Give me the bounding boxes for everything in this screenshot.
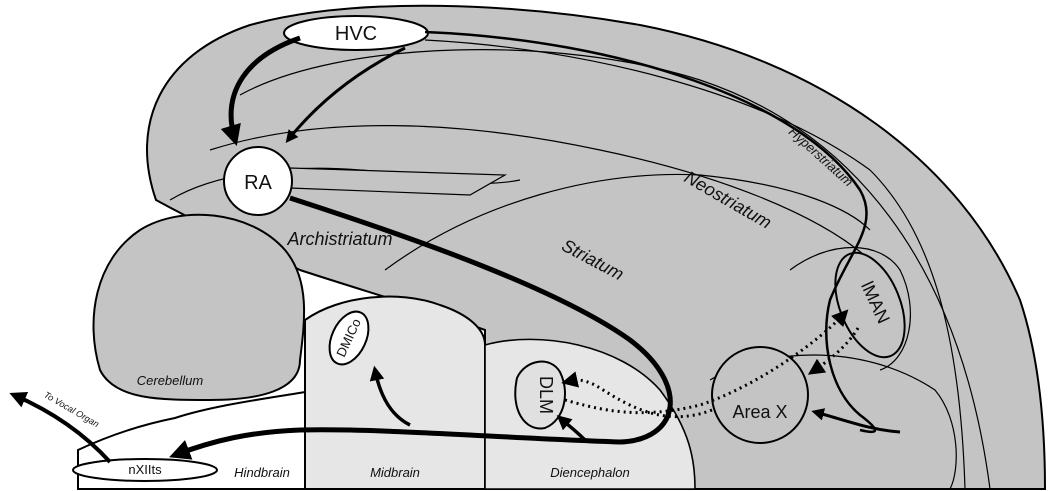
midbrain-region [304,295,486,490]
dmico-nucleus [328,310,370,366]
hvc-to-area-x-arrow [811,408,901,434]
ra-nucleus [223,146,293,216]
nxiits-nucleus [72,458,218,482]
hvc-to-area-x-path [424,30,877,434]
lman-to-area-x-dotted [807,327,860,375]
cerebellum-label: Cerebellum [137,373,204,388]
ra-to-dmico-arrow [369,365,411,427]
hindbrain-label: Hindbrain [234,465,290,480]
hyperstriatum-inner-lamina [424,39,966,490]
nxiits-label: nXIIts [128,462,162,477]
striatum-inner-arc [789,246,911,371]
area-x-nucleus [711,346,809,444]
ra-to-dlm-arrow [556,415,587,442]
striatum-boundary [384,173,871,271]
vocal-organ-label: To Vocal Organ [42,390,101,430]
ra-label: RA [244,172,272,194]
hyperstriatum-lamina [239,49,991,490]
ra-to-nxiits-pathway [169,195,673,460]
dlm-label: DLM [536,376,556,414]
hvc-to-ra-arrow [220,35,301,147]
hvc-to-ra-thin-arrow [285,46,406,143]
nxiits-to-vocal-organ-arrow [9,391,112,464]
lamina-medullaris [209,125,871,261]
cerebellum [92,213,306,402]
area-x-to-dlm-dotted [561,371,713,419]
area-x-label: Area X [732,402,787,422]
diencephalon-label: Diencephalon [550,465,630,480]
hvc-label: HVC [335,23,377,45]
archistriatum-label: Archistriatum [286,229,392,249]
dlm-nucleus [514,360,566,430]
midbrain-label: Midbrain [370,465,420,480]
dlm-to-lman-dotted [564,309,849,415]
